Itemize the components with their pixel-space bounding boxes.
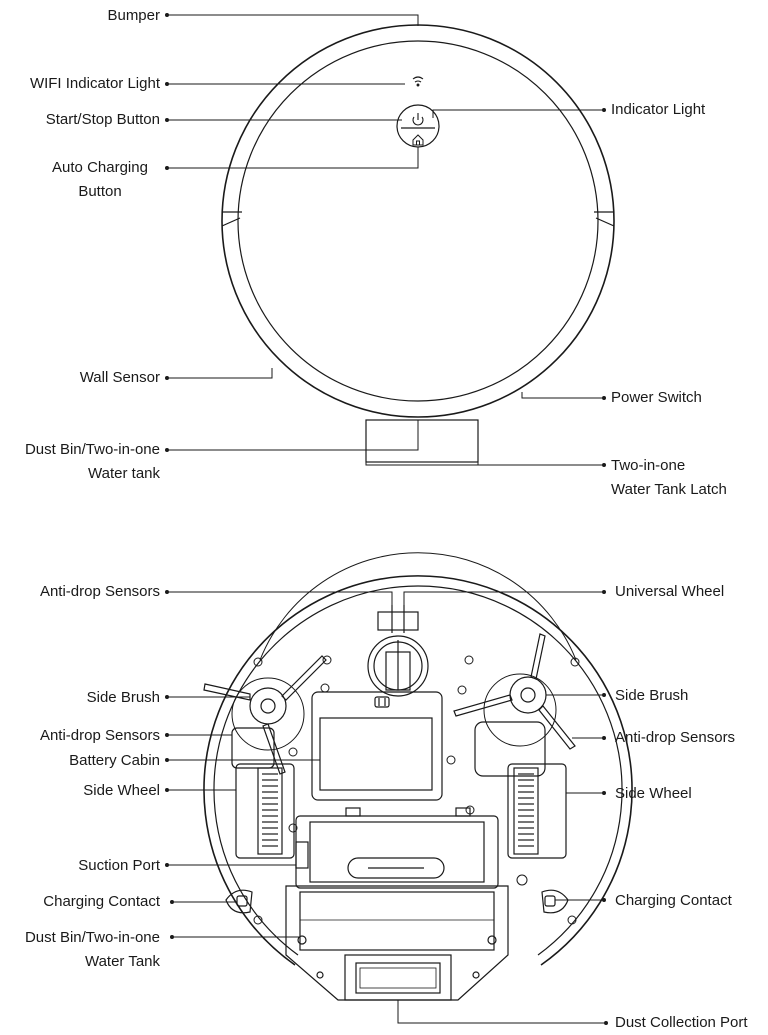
label-battery-cabin: Battery Cabin xyxy=(69,752,160,769)
chassis-inner-ring xyxy=(213,585,623,956)
label-water-tank-latch-line1: Two-in-one xyxy=(611,457,686,474)
label-auto-charging-button-line1: Auto Charging xyxy=(52,159,148,176)
label-start-stop-button: Start/Stop Button xyxy=(45,111,160,128)
label-bumper: Bumper xyxy=(107,7,160,24)
label-dust-collection-port: Dust Collection Port xyxy=(615,1014,748,1031)
power-icon xyxy=(412,113,424,126)
label-side-wheel-left: Side Wheel xyxy=(83,782,160,799)
home-icon xyxy=(412,134,424,146)
left-anti-drop-housing xyxy=(231,727,275,769)
top-leader-lines xyxy=(169,14,602,466)
bottom-dust-bin xyxy=(285,885,509,1001)
label-water-tank-latch-line2: Water Tank Latch xyxy=(611,481,727,498)
dust-collection-port xyxy=(344,954,452,1001)
bottom-leader-lines xyxy=(169,591,604,1024)
label-charging-contact-right: Charging Contact xyxy=(615,892,732,909)
label-bottom-dust-bin-line1: Dust Bin/Two-in-one xyxy=(24,929,160,946)
battery-cabin xyxy=(311,691,443,801)
screws xyxy=(253,655,580,925)
label-wall-sensor: Wall Sensor xyxy=(79,369,160,386)
label-side-brush-right: Side Brush xyxy=(615,687,689,704)
bottom-leader-dots xyxy=(165,590,608,1025)
left-charging-contact xyxy=(225,889,253,914)
right-side-brush xyxy=(453,633,576,750)
label-power-switch: Power Switch xyxy=(611,389,702,406)
left-side-wheel xyxy=(235,763,295,859)
label-wifi-indicator-light: WIFI Indicator Light xyxy=(29,75,160,92)
top-leader-dots xyxy=(165,13,606,467)
label-bottom-dust-bin-line2: Water Tank xyxy=(84,953,160,970)
top-cover xyxy=(237,40,599,402)
label-top-dust-bin-line1: Dust Bin/Two-in-one xyxy=(24,441,160,458)
label-charging-contact-left: Charging Contact xyxy=(43,893,160,910)
universal-wheel xyxy=(367,605,429,697)
label-top-dust-bin-line2: Water tank xyxy=(88,465,160,482)
label-indicator-light: Indicator Light xyxy=(611,101,706,118)
label-auto-charging-button-line2: Button xyxy=(78,183,122,200)
right-anti-drop-housing xyxy=(474,721,546,777)
label-anti-drop-sensors-left: Anti-drop Sensors xyxy=(39,727,160,744)
label-universal-wheel: Universal Wheel xyxy=(615,583,725,600)
right-side-wheel xyxy=(507,763,567,859)
left-side-brush xyxy=(203,655,327,775)
label-side-wheel-right: Side Wheel xyxy=(615,785,692,802)
top-view-robot xyxy=(221,24,615,463)
wifi-icon xyxy=(412,76,424,87)
label-suction-port: Suction Port xyxy=(78,857,160,874)
bottom-view-robot xyxy=(203,552,633,1001)
suction-port xyxy=(295,807,499,889)
label-anti-drop-sensors-right: Anti-drop Sensors xyxy=(615,729,736,746)
chassis-outline xyxy=(203,575,633,966)
dust-bin-tab xyxy=(365,419,479,463)
right-charging-contact xyxy=(541,889,569,914)
label-anti-drop-sensors-top: Anti-drop Sensors xyxy=(39,583,160,600)
label-side-brush-left: Side Brush xyxy=(86,689,160,706)
chassis-inner-ring-2 xyxy=(259,552,577,661)
